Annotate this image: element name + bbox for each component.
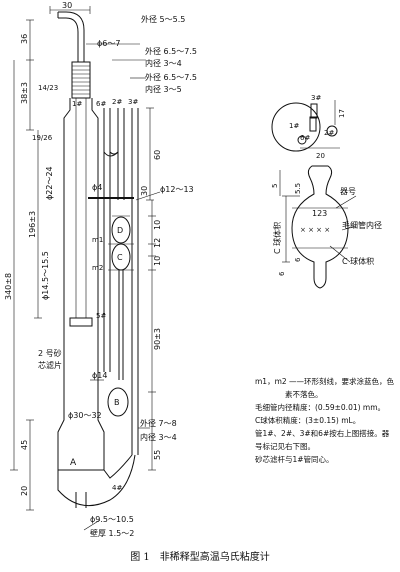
dim-h36: 36 xyxy=(20,34,29,44)
dim-od-65-75-a: 外径 6.5～7.5 xyxy=(145,46,197,56)
mark-1: 1# xyxy=(72,100,82,108)
dim-d95-105: ϕ9.5～10.5 xyxy=(90,515,134,524)
detail-c-ball: C 球体积 xyxy=(342,256,374,266)
dim-od-5-55: 外径 5～5.5 xyxy=(141,14,185,24)
detail-mark-1: 1# xyxy=(289,122,299,130)
dim-h20: 20 xyxy=(20,486,29,496)
dim-d-6-7: ϕ6～7 xyxy=(97,39,120,48)
detail-num-123: 123 xyxy=(312,209,327,218)
note-line: m1，m2 ——环形刻线，要求涂蓝色，色 xyxy=(255,377,395,386)
label-A: A xyxy=(70,458,77,468)
dim-wall: 壁厚 1.5～2 xyxy=(90,528,134,538)
detail-joint: 3# 1# 6# 2# 17 20 xyxy=(271,94,346,160)
dim-d14: ϕ14 xyxy=(92,371,107,380)
dim-d12-13: ϕ12～13 xyxy=(160,185,194,194)
dim-h12: 12 xyxy=(153,238,162,248)
label-D: D xyxy=(117,226,123,235)
note-line: 砂芯滤杆与1#管同心。 xyxy=(255,455,334,464)
dim-h196: 196±3 xyxy=(28,211,37,238)
detail-h5: 5 xyxy=(271,184,279,188)
detail-device-no: 器号 xyxy=(340,187,356,196)
note-line: 管1#、2#、3#和6#按右上图搭接。器 xyxy=(255,429,390,438)
dim-19-26: 19/26 xyxy=(32,134,53,142)
detail-cap-id: 毛细管内径 xyxy=(342,220,382,230)
dim-d145-155: ϕ14.5～15.5 xyxy=(41,251,50,300)
dim-14-23: 14/23 xyxy=(38,84,58,92)
dim-h60: 60 xyxy=(153,150,162,160)
label-m1: m1 xyxy=(92,236,103,244)
note-line: 毛细管内径精度：(0.59±0.01) mm。 xyxy=(255,403,386,412)
tube-1-body xyxy=(57,98,105,471)
reservoir-A xyxy=(57,454,136,507)
detail-mark-6: 6# xyxy=(300,134,310,142)
notes: m1，m2 ——环形刻线，要求涂蓝色，色 素不落色。 毛细管内径精度：(0.59… xyxy=(255,375,395,466)
dim-od-7-8: 外径 7～8 xyxy=(140,418,177,428)
dimension-labels: 30 ϕ6～7 外径 5～5.5 外径 6.5～7.5 内径 3～4 外径 6.… xyxy=(4,1,197,538)
label-m2: m2 xyxy=(92,264,103,272)
dim-h38: 38±3 xyxy=(20,82,29,104)
mark-4: 4# xyxy=(112,484,122,492)
bent-tube-outer xyxy=(58,17,79,62)
label-sand-filter-1: 2 号砂 xyxy=(38,348,62,358)
mark-6: 6# xyxy=(96,100,106,108)
bulb-D xyxy=(111,216,131,244)
detail-bulb: 5 5.5 6 6 123 × × × × 器号 毛细管内径 C 球体积 C 球… xyxy=(271,165,382,289)
note-line: 素不落色。 xyxy=(285,390,323,399)
detail-mark-2: 2# xyxy=(324,129,334,137)
detail-h6b: 6 xyxy=(278,271,286,276)
label-C: C xyxy=(117,253,123,262)
mark-5: 5# xyxy=(96,312,106,320)
dim-d22-24: ϕ22～24 xyxy=(45,166,54,200)
detail-x-marks: × × × × xyxy=(300,226,330,234)
dim-d30-32: ϕ30～32 xyxy=(68,411,102,420)
detail-h17: 17 xyxy=(338,109,346,118)
mark-2: 2# xyxy=(112,98,122,106)
note-line: C球体积精度：(3±0.15) mL。 xyxy=(255,416,361,425)
viscometer-main xyxy=(57,11,139,508)
detail-w20: 20 xyxy=(316,152,325,160)
label-sand-filter-2: 芯滤片 xyxy=(38,360,62,370)
sand-filter xyxy=(69,317,93,327)
ground-joint xyxy=(71,61,91,99)
bent-tube-inner xyxy=(58,11,85,62)
detail-c-volume: C 球体积 xyxy=(272,222,282,254)
dimension-lines xyxy=(10,6,161,531)
dim-h10b: 10 xyxy=(153,256,162,266)
bulb-B xyxy=(107,387,129,417)
dim-id-3-5: 内径 3～5 xyxy=(145,84,182,94)
dim-id-3-4-a: 内径 3～4 xyxy=(145,58,182,68)
dim-h55: 55 xyxy=(153,450,162,460)
detail-h6a: 6 xyxy=(294,257,302,262)
dim-h10: 10 xyxy=(153,220,162,230)
dim-h45: 45 xyxy=(20,440,29,450)
dim-h30: 30 xyxy=(140,186,149,196)
dim-od-65-75-b: 外径 6.5～7.5 xyxy=(145,72,197,82)
dim-d4: ϕ4 xyxy=(92,183,102,192)
mark-3: 3# xyxy=(128,98,138,106)
note-line: 号标记见右下图。 xyxy=(255,442,315,451)
dim-top-width: 30 xyxy=(62,1,72,10)
dim-h340: 340±8 xyxy=(4,273,13,300)
dim-h90: 90±3 xyxy=(153,328,162,350)
figure-caption: 图 1 非稀释型高温乌氏粘度计 xyxy=(130,552,270,563)
detail-mark-3: 3# xyxy=(311,94,321,102)
detail-h55: 5.5 xyxy=(294,183,302,194)
dim-id-3-4-b: 内径 3～4 xyxy=(140,432,177,442)
label-B: B xyxy=(114,398,120,407)
